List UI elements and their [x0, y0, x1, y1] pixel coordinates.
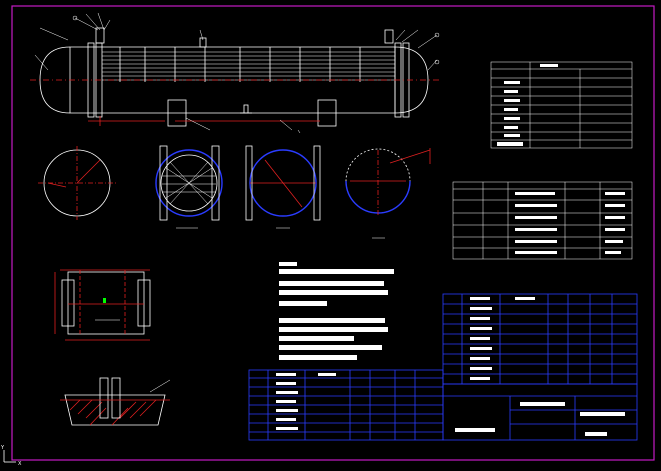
drawing-frame [11, 5, 655, 461]
design-data-table [490, 61, 633, 149]
main-vessel-view [30, 12, 440, 134]
section-view-head [345, 148, 431, 239]
section-view-tubesheet [155, 145, 223, 229]
lower-parts-table [248, 369, 444, 441]
ucs-axis-icon[interactable]: X Y [0, 445, 22, 467]
title-block [442, 383, 638, 441]
ucs-x-label: X [18, 461, 22, 467]
section-view-a [38, 146, 116, 220]
section-view-shell [245, 145, 321, 229]
detail-view-flange [54, 269, 151, 341]
nozzle-table [452, 181, 633, 260]
technical-notes-block [279, 262, 394, 360]
detail-view-weld [60, 377, 171, 426]
ucs-y-label: Y [0, 445, 5, 451]
parts-list-table [442, 293, 638, 385]
